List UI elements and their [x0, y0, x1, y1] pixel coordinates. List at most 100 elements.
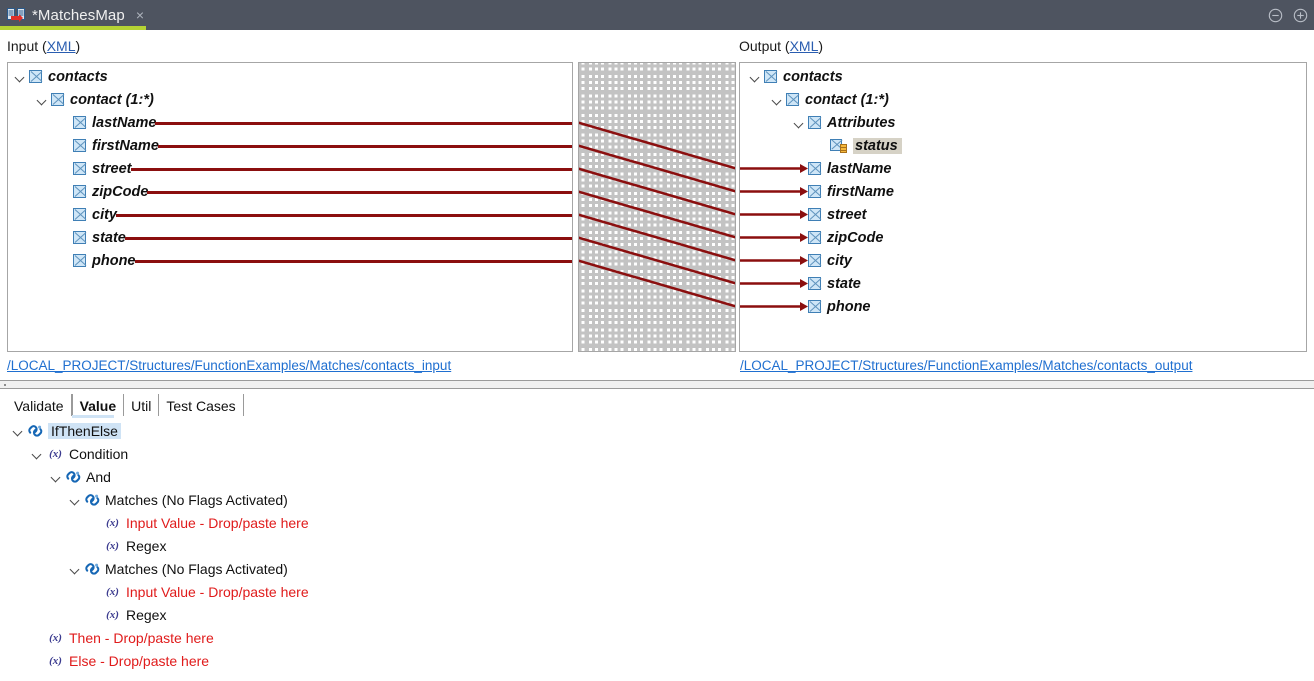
chevron-down-icon[interactable] [49, 470, 63, 484]
tree-row[interactable]: contacts [8, 65, 572, 88]
mapping-link-stub [155, 122, 572, 125]
element-icon [808, 208, 821, 221]
tree-row[interactable]: street [740, 203, 1306, 226]
variable-icon: (x) [106, 608, 119, 621]
function-tree-row[interactable]: (x)Input Value - Drop/paste here [0, 580, 1314, 603]
tree-row[interactable]: status [740, 134, 1306, 157]
editor-tab-matchesmap[interactable]: *MatchesMap × [0, 0, 156, 30]
tree-row[interactable]: Attributes [740, 111, 1306, 134]
function-tree-row-label: Condition [69, 445, 129, 462]
editor-tab-label: *MatchesMap [32, 6, 125, 24]
minimize-icon[interactable] [1268, 8, 1283, 23]
tree-row-label: city [827, 252, 852, 269]
attribute-icon [830, 138, 847, 153]
tree-row[interactable]: zipCode [740, 226, 1306, 249]
input-label-paren: ) [75, 38, 81, 54]
tree-row[interactable]: phone [740, 295, 1306, 318]
function-icon [66, 470, 81, 484]
chevron-down-icon[interactable] [68, 493, 82, 507]
tree-row-label: contacts [783, 68, 843, 85]
tree-row[interactable]: contact (1:*) [740, 88, 1306, 111]
chevron-down-icon[interactable] [35, 93, 49, 107]
variable-icon: (x) [49, 654, 62, 667]
output-label-text: Output ( [739, 38, 790, 54]
tree-indent-spacer [57, 254, 71, 268]
chevron-down-icon[interactable] [11, 424, 25, 438]
tree-row-label: firstName [92, 137, 159, 154]
element-icon [808, 231, 821, 244]
tree-row[interactable]: lastName [740, 157, 1306, 180]
function-tree-row-label: Then - Drop/paste here [69, 629, 214, 646]
tab-util[interactable]: Util [124, 394, 160, 416]
function-tree-row[interactable]: Matches (No Flags Activated) [0, 488, 1314, 511]
function-tree-row-label: And [86, 468, 111, 485]
function-tree-row[interactable]: (x)Then - Drop/paste here [0, 626, 1314, 649]
element-icon [51, 93, 64, 106]
title-bar: *MatchesMap × [0, 0, 1314, 30]
input-xml-link[interactable]: XML [46, 38, 76, 54]
output-section-label: Output (XML) [739, 38, 823, 54]
horizontal-splitter[interactable] [0, 380, 1314, 389]
function-tree-row-label: Input Value - Drop/paste here [126, 514, 309, 531]
tree-row[interactable]: city [740, 249, 1306, 272]
chevron-down-icon[interactable] [13, 70, 27, 84]
tree-row[interactable]: phone [8, 249, 572, 272]
output-link-arrows [740, 164, 808, 311]
function-tree-row-label: Matches (No Flags Activated) [105, 560, 288, 577]
tree-row[interactable]: street [8, 157, 572, 180]
mapping-link-stub [125, 237, 572, 240]
chevron-down-icon[interactable] [68, 562, 82, 576]
mapping-link-line [579, 144, 735, 193]
output-structure-path[interactable]: /LOCAL_PROJECT/Structures/FunctionExampl… [740, 358, 1193, 373]
tree-row[interactable]: city [8, 203, 572, 226]
element-icon [808, 116, 821, 129]
tree-row[interactable]: contact (1:*) [8, 88, 572, 111]
variable-icon: (x) [106, 585, 119, 598]
tab-validate[interactable]: Validate [7, 394, 72, 416]
function-tree-row[interactable]: (x)Regex [0, 534, 1314, 557]
tab-test-cases[interactable]: Test Cases [159, 394, 244, 416]
tree-indent-spacer [57, 116, 71, 130]
function-tree-row[interactable]: (x)Else - Drop/paste here [0, 649, 1314, 672]
tree-row[interactable]: contacts [740, 65, 1306, 88]
variable-icon: (x) [49, 447, 62, 460]
mapping-link-line [579, 190, 735, 239]
variable-icon: (x) [106, 516, 119, 529]
tree-row-label: zipCode [92, 183, 149, 200]
mapping-canvas-panel[interactable] [578, 62, 736, 352]
tree-row-label: contact (1:*) [70, 91, 154, 108]
element-icon [764, 70, 777, 83]
function-tree-row[interactable]: (x)Regex [0, 603, 1314, 626]
tree-row[interactable]: state [8, 226, 572, 249]
element-icon [808, 300, 821, 313]
function-tree-row[interactable]: (x) Input Value - Drop/paste here [0, 511, 1314, 534]
close-icon[interactable]: × [135, 7, 144, 23]
tree-indent-spacer [30, 654, 44, 668]
function-tree-row[interactable]: Matches (No Flags Activated) [0, 557, 1314, 580]
function-tree-row[interactable]: IfThenElse [0, 419, 1314, 442]
maximize-icon[interactable] [1293, 8, 1308, 23]
tree-row[interactable]: firstName [740, 180, 1306, 203]
tree-row-label: firstName [827, 183, 894, 200]
tree-row[interactable]: firstName [8, 134, 572, 157]
input-structure-path[interactable]: /LOCAL_PROJECT/Structures/FunctionExampl… [7, 358, 452, 373]
input-label-text: Input ( [7, 38, 47, 54]
function-icon [85, 493, 100, 507]
tree-row-label: phone [92, 252, 136, 269]
tree-row[interactable]: state [740, 272, 1306, 295]
element-icon [786, 93, 799, 106]
tree-row-label: contact (1:*) [805, 91, 889, 108]
tab-value[interactable]: Value [71, 394, 125, 416]
tree-indent-spacer [87, 539, 101, 553]
output-xml-link[interactable]: XML [789, 38, 819, 54]
function-tree-row[interactable]: And [0, 465, 1314, 488]
function-tree-row[interactable]: (x) Condition [0, 442, 1314, 465]
element-icon [808, 254, 821, 267]
mapping-link-stub [116, 214, 572, 217]
tree-row[interactable]: lastName [8, 111, 572, 134]
input-schema-panel[interactable]: contacts contact (1:*) lastName firstName st… [7, 62, 573, 352]
chevron-down-icon[interactable] [30, 447, 44, 461]
tree-row[interactable]: zipCode [8, 180, 572, 203]
